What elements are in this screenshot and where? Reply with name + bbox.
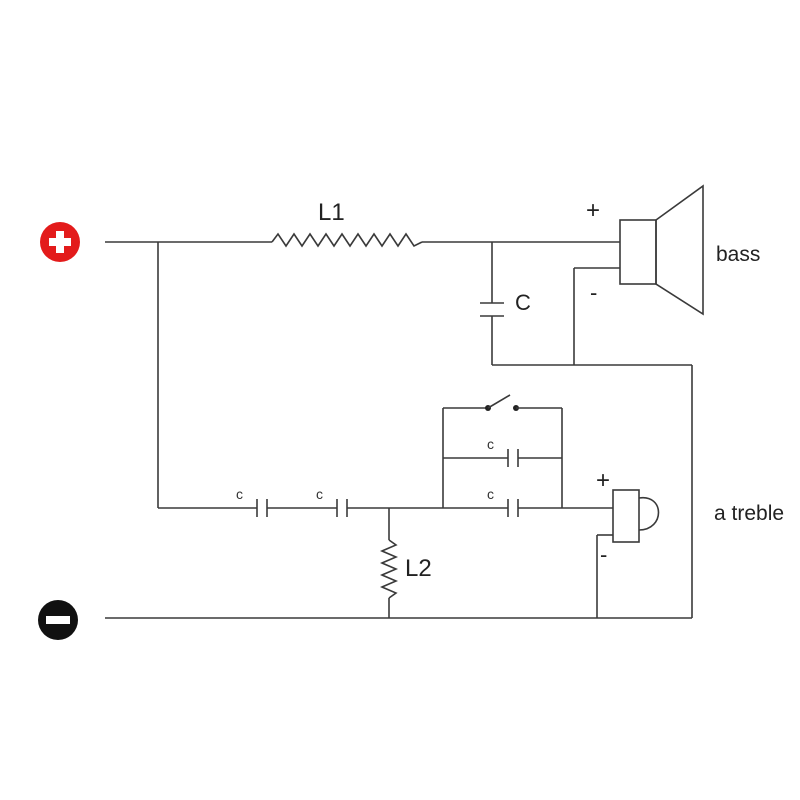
inductor-l1-label: L1 xyxy=(318,199,345,226)
inductor-l2-label: L2 xyxy=(405,555,432,582)
capacitor-parallel-2-label: c xyxy=(487,486,494,502)
positive-terminal-icon xyxy=(40,222,80,262)
capacitor-series-1-label: c xyxy=(236,486,243,502)
bass-speaker-icon xyxy=(619,184,704,316)
capacitor-series-2 xyxy=(336,499,348,517)
treble-plus-label: + xyxy=(596,467,610,494)
inductor-l1 xyxy=(271,232,423,248)
switch-blade xyxy=(487,394,511,409)
capacitor-parallel-2 xyxy=(507,499,519,517)
bass-label: bass xyxy=(716,243,760,266)
capacitor-series-1 xyxy=(256,499,268,517)
capacitor-c-label: C xyxy=(515,290,531,315)
capacitor-parallel-1 xyxy=(507,449,519,467)
capacitor-series-2-label: c xyxy=(316,486,323,502)
treble-minus-label: - xyxy=(600,542,607,567)
negative-terminal-icon xyxy=(38,600,78,640)
inductor-l2 xyxy=(379,539,399,599)
bass-plus-label: + xyxy=(586,197,600,224)
treble-label: a treble xyxy=(714,502,784,525)
bass-minus-label: - xyxy=(590,280,597,305)
capacitor-parallel-1-label: c xyxy=(487,436,494,452)
capacitor-c xyxy=(480,302,504,317)
treble-speaker-icon xyxy=(612,489,660,543)
